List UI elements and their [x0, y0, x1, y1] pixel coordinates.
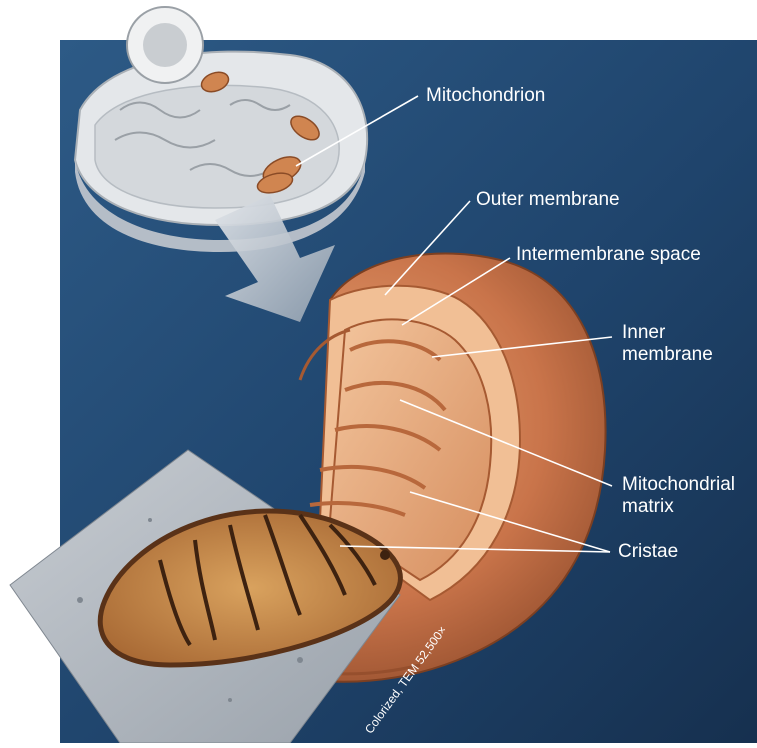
label-outer-membrane: Outer membrane	[476, 189, 620, 211]
label-intermembrane-space: Intermembrane space	[516, 244, 701, 266]
label-mitochondrial-matrix: Mitochondrial matrix	[622, 474, 735, 518]
label-cristae: Cristae	[618, 541, 678, 563]
label-inner-membrane: Inner membrane	[622, 322, 713, 366]
label-mitochondrion: Mitochondrion	[426, 85, 545, 107]
